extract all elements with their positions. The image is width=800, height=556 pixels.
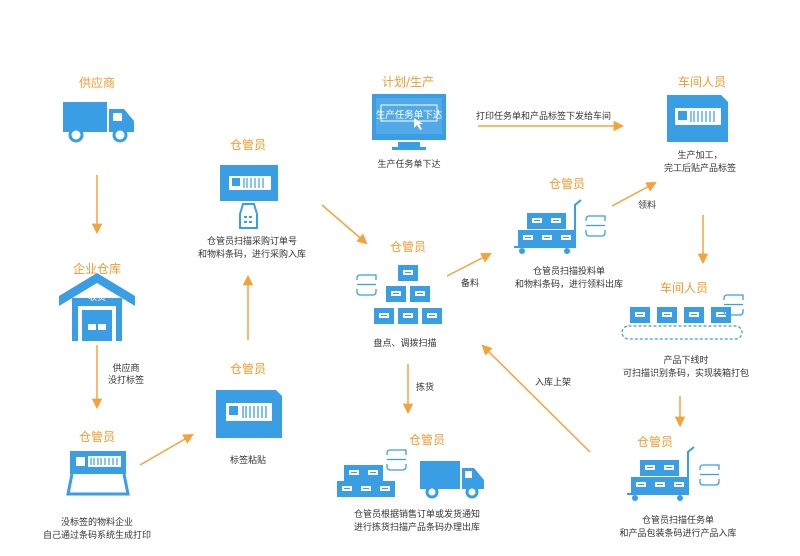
warehouse-door-text: 收货 <box>87 293 107 303</box>
caption-task-issued: 生产任务单下达 <box>377 160 441 170</box>
barcode-label-icon <box>216 390 282 438</box>
role-warehouse: 企业仓库 <box>72 262 122 276</box>
arrow-print-to-label <box>139 433 194 466</box>
role-keeper-purchase: 仓管员 <box>229 138 267 152</box>
box-stack-icon <box>356 264 443 325</box>
label-line: 供应商 <box>112 364 140 374</box>
caption-line: 和产品包装条码进行产品入库 <box>619 529 737 539</box>
monitor-icon <box>372 94 446 150</box>
truck-icon <box>63 102 134 143</box>
caption-line: 产品下线时 <box>663 356 709 366</box>
label-print-task: 打印任务单和产品标签下发给车间 <box>476 112 612 122</box>
role-keeper-center: 仓管员 <box>389 240 427 254</box>
caption-inventory: 盘点、调拨扫描 <box>373 339 437 349</box>
caption-ship: 仓管员根据销售订单或发货通知 进行拣货扫描产品条码办理出库 <box>354 509 480 535</box>
handheld-scanner-icon <box>220 165 278 229</box>
caption-line: 自己通过条码系统生成打印 <box>42 531 152 541</box>
caption-label-paste: 标签粘贴 <box>229 456 267 466</box>
label-picking: 拣货 <box>416 383 435 393</box>
arrow-purchase-to-inventory <box>321 204 368 245</box>
caption-product-in: 仓管员扫描任务单 和产品包装条码进行产品入库 <box>619 515 736 541</box>
arrow-issue-to-workshop <box>611 182 657 207</box>
role-planning: 计划/生产 <box>381 75 435 89</box>
caption-line: 仓管员根据销售订单或发货通知 <box>353 510 481 520</box>
caption-line: 仓管员扫描任务单 <box>641 516 715 526</box>
product-cart-icon <box>627 446 720 501</box>
caption-line: 和物料条码，进行领料出库 <box>514 280 624 290</box>
flow-arrows <box>91 120 709 466</box>
role-keeper-label: 仓管员 <box>229 362 267 376</box>
caption-line: 和物料条码，进行采购入库 <box>197 250 307 260</box>
role-workshop-mid: 车间人员 <box>659 281 709 295</box>
arrow-inventory-to-issue <box>446 253 492 277</box>
label-stock-in: 入库上架 <box>535 378 572 388</box>
caption-line: 没标签的物料企业 <box>60 518 134 528</box>
role-keeper-product: 仓管员 <box>636 435 674 449</box>
caption-no-label: 没标签的物料企业 自己通过条码系统生成打印 <box>43 517 151 543</box>
caption-purchase: 仓管员扫描采购订单号 和物料条码，进行采购入库 <box>198 236 306 262</box>
caption-offline: 产品下线时 可扫描识别条码，实现装箱打包 <box>623 355 749 381</box>
caption-line: 生产加工， <box>677 151 723 161</box>
caption-line: 仓管员扫描采购订单号 <box>206 237 298 247</box>
caption-production: 生产加工， 完工后贴产品标签 <box>664 150 736 176</box>
role-supplier: 供应商 <box>78 76 116 90</box>
barcode-tablet-icon <box>667 95 728 142</box>
role-keeper-bottom-left: 仓管员 <box>78 430 116 444</box>
caption-line: 进行拣货扫描产品条码办理出库 <box>353 523 481 533</box>
label-receive-material: 领料 <box>638 201 657 211</box>
caption-line: 完工后贴产品标签 <box>663 164 737 174</box>
label-printer-icon <box>66 451 130 496</box>
role-workshop-top: 车间人员 <box>677 75 727 89</box>
role-keeper-issue: 仓管员 <box>548 177 586 191</box>
arrow-product-to-inventory <box>481 344 591 453</box>
conveyor-icon <box>621 294 744 340</box>
label-supplier-unlabeled: 供应商 没打标签 <box>108 363 144 387</box>
role-keeper-ship: 仓管员 <box>408 433 446 447</box>
monitor-screen-text: 生产任务单下达 <box>375 110 443 121</box>
warehouse-icon <box>59 273 135 341</box>
cart-icon <box>514 199 606 254</box>
caption-line: 可扫描识别条码，实现装箱打包 <box>622 369 750 379</box>
caption-line: 仓管员扫描投料单 <box>532 267 606 277</box>
label-line: 没打标签 <box>108 376 145 386</box>
label-prepare-material: 备料 <box>461 279 480 289</box>
caption-issue: 仓管员扫描投料单 和物料条码，进行领料出库 <box>515 266 623 292</box>
delivery-truck-icon <box>336 449 484 499</box>
